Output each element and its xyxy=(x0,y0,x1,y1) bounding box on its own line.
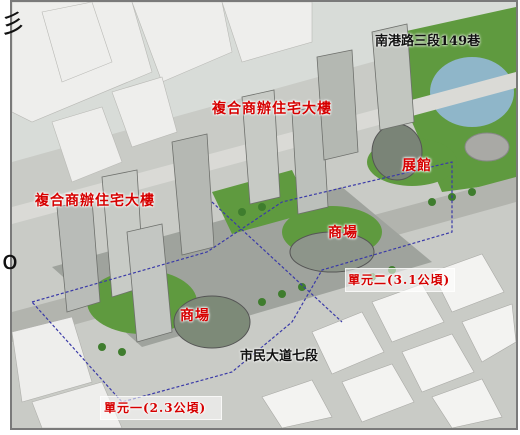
unit-two-box xyxy=(345,268,455,292)
aerial-rendering xyxy=(12,2,516,428)
label-mall-right: 商場 xyxy=(328,225,358,241)
edge-glyph-dot: o xyxy=(2,246,18,276)
label-mixed-residential-center: 複合商辦住宅大樓 xyxy=(212,101,332,117)
label-street-top: 南港路三段149巷 xyxy=(375,34,481,49)
rendering-image xyxy=(10,0,518,430)
label-boulevard: 市民大道七段 xyxy=(240,349,319,364)
label-unit-one: 單元一(2.3公頃) xyxy=(104,401,207,415)
label-mall-left: 商場 xyxy=(180,308,210,324)
label-unit-two: 單元二(3.1公頃) xyxy=(348,273,451,287)
edge-glyph-top: 彡 xyxy=(0,10,27,40)
label-museum: 展館 xyxy=(402,158,432,174)
label-mixed-residential-left: 複合商辦住宅大樓 xyxy=(35,193,155,209)
unit-one-box xyxy=(100,396,222,420)
